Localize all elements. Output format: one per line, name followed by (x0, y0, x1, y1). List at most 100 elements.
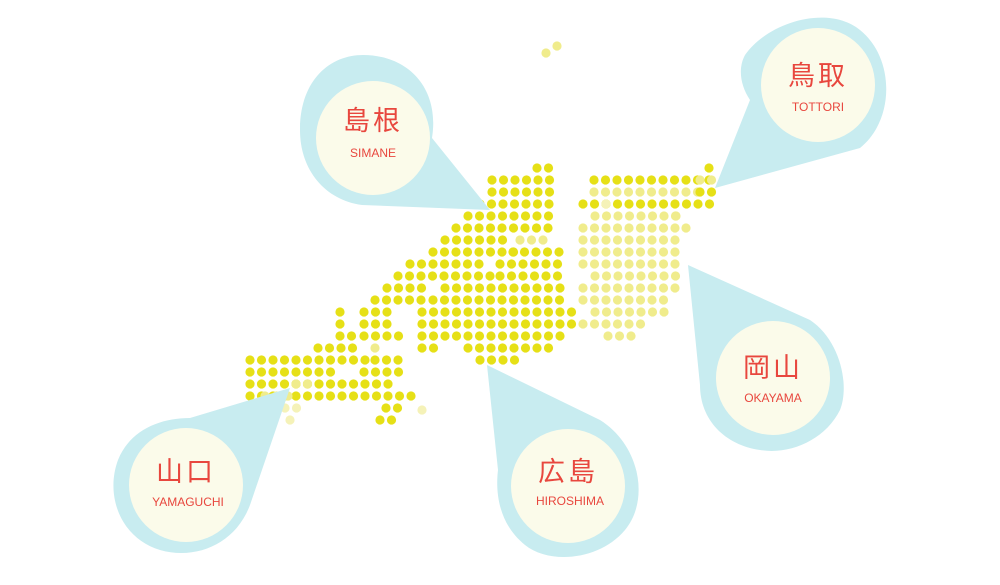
map-dot (589, 247, 600, 257)
map-dot (590, 211, 600, 221)
map-dot (693, 199, 703, 209)
map-dot (417, 343, 427, 353)
map-dot (636, 211, 646, 221)
map-dot (371, 391, 382, 401)
map-dot (440, 235, 450, 245)
map-dot (314, 367, 324, 377)
map-dot (370, 355, 380, 365)
map-dot (670, 223, 680, 233)
map-dot (520, 211, 531, 221)
map-dot (314, 379, 324, 389)
pin-hiroshima[interactable]: 広島 HIROSHIMA (487, 365, 639, 557)
map-dot (624, 319, 634, 329)
map-dot (335, 319, 345, 329)
map-dot (302, 355, 313, 365)
dot-map (245, 41, 717, 425)
pin-yamaguchi[interactable]: 山口 YAMAGUCHI (113, 388, 290, 553)
map-dot (440, 307, 450, 317)
map-dot (485, 247, 496, 257)
map-dot (623, 187, 634, 197)
map-dot (601, 235, 611, 245)
map-dot (603, 331, 613, 341)
map-dot (474, 319, 485, 329)
map-dot (370, 343, 380, 353)
map-dot (519, 247, 530, 257)
map-dot (600, 187, 611, 197)
map-dot (578, 247, 588, 257)
map-dot (531, 247, 541, 257)
map-dot (485, 223, 496, 233)
map-dot (486, 211, 496, 221)
map-dot (532, 319, 542, 329)
map-dot (291, 367, 301, 377)
map-dot (681, 199, 692, 209)
map-dot (509, 355, 520, 365)
map-dot (428, 247, 438, 257)
map-dot (635, 283, 646, 293)
map-dot (393, 355, 403, 365)
map-dot (393, 295, 403, 305)
map-dot (613, 211, 623, 221)
map-dot (440, 283, 450, 293)
map-dot (646, 175, 657, 185)
map-dot (601, 307, 612, 317)
map-dot (624, 199, 634, 209)
map-dot (624, 259, 634, 269)
map-dot (510, 187, 520, 197)
pin-simane-inner (316, 81, 430, 195)
map-dot (245, 391, 255, 401)
map-dot (474, 343, 485, 353)
map-dot (382, 367, 392, 377)
pin-simane[interactable]: 島根 SIMANE (300, 55, 490, 210)
map-dot (325, 379, 336, 389)
map-dot (554, 247, 564, 257)
map-dot (521, 175, 532, 185)
map-dot (473, 271, 484, 281)
map-dot (359, 319, 369, 329)
map-dot (404, 271, 415, 281)
map-dot (497, 331, 508, 341)
map-dot (428, 331, 439, 341)
map-dot (509, 283, 519, 293)
map-dot (589, 199, 600, 209)
map-dot (578, 283, 588, 293)
map-dot (285, 415, 295, 425)
map-dot (589, 235, 600, 245)
pin-tottori[interactable]: 鳥取 TOTTORI (715, 17, 887, 189)
map-dot (659, 211, 669, 221)
map-dot (518, 271, 528, 281)
map-dot (658, 283, 669, 293)
map-dot (508, 247, 518, 257)
map-dot (658, 259, 669, 269)
map-dot (624, 223, 634, 233)
map-dot (417, 307, 427, 317)
map-dot (670, 247, 680, 257)
map-dot (541, 48, 551, 58)
map-dot (509, 199, 520, 209)
map-dot (533, 175, 543, 185)
map-dot (462, 295, 473, 305)
map-dot (531, 223, 542, 233)
map-dot (601, 271, 612, 281)
map-dot (451, 235, 462, 245)
map-dot (335, 307, 345, 317)
map-dot (382, 331, 392, 341)
map-dot (462, 259, 473, 269)
map-dot (348, 355, 359, 365)
map-dot (498, 175, 509, 185)
map-dot (498, 187, 509, 197)
map-dot (555, 307, 565, 317)
map-dot (624, 307, 635, 317)
map-dot (439, 259, 450, 269)
map-dot (463, 343, 473, 353)
map-dot (508, 223, 519, 233)
map-dot (531, 295, 542, 305)
map-dot (463, 211, 473, 221)
map-dot (279, 355, 290, 365)
map-dot (279, 367, 290, 377)
map-dot (383, 391, 393, 401)
map-dot (635, 319, 646, 329)
map-dot (670, 283, 680, 293)
map-dot (314, 355, 324, 365)
pin-okayama[interactable]: 岡山 OKAYAMA (688, 265, 844, 451)
